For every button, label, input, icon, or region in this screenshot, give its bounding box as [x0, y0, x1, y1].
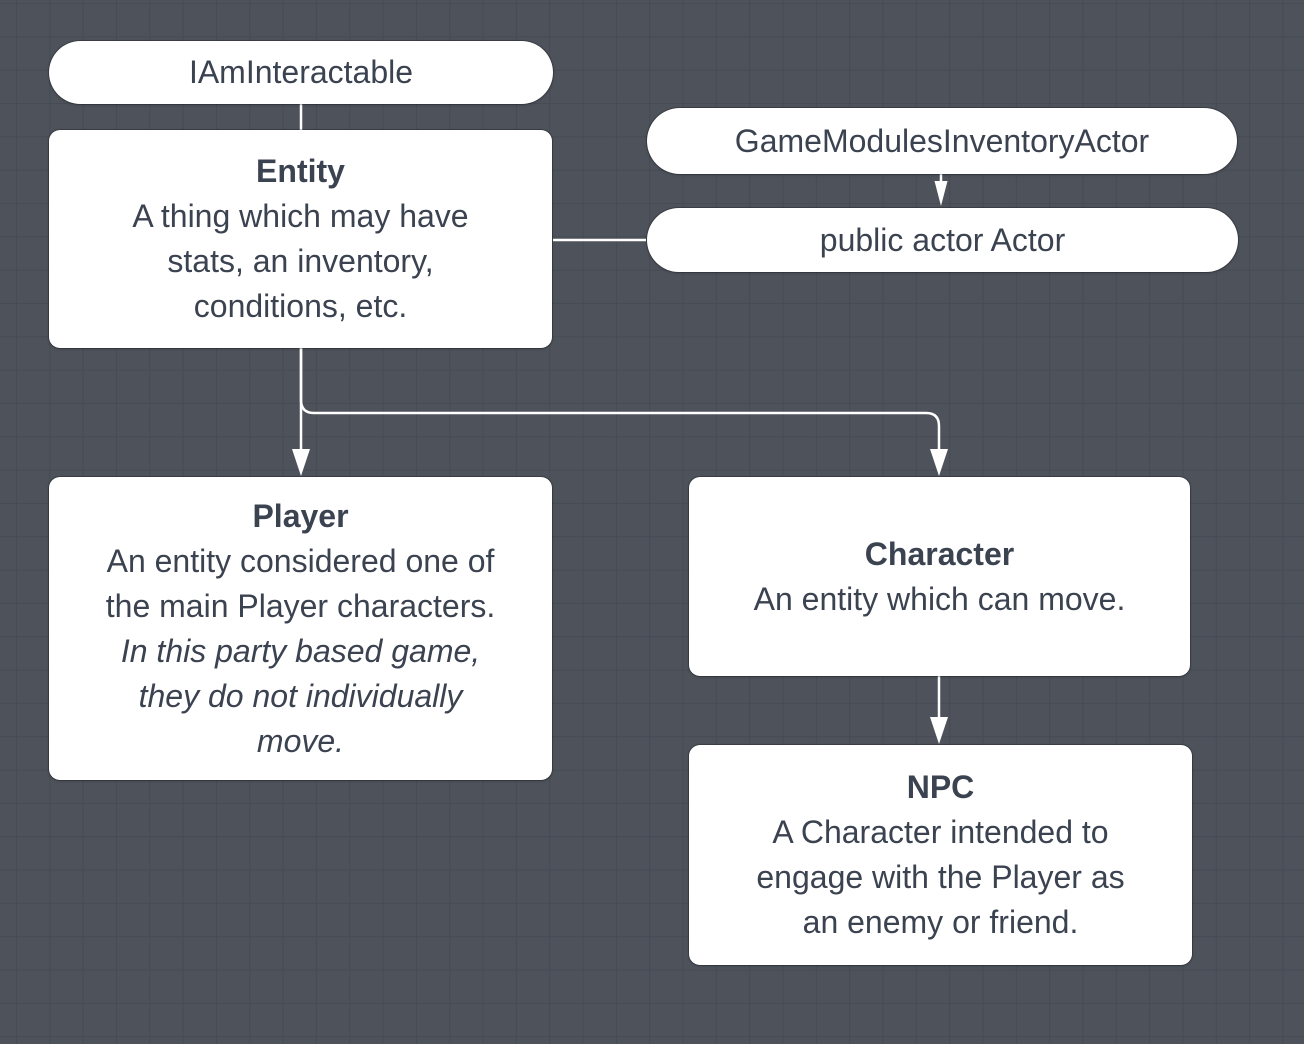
node-gamemodulesinventoryactor[interactable]: GameModulesInventoryActor — [647, 108, 1237, 174]
node-iaminteractable-label: IAmInteractable — [188, 54, 414, 90]
node-player[interactable]: Player An entity considered one of the m… — [49, 477, 552, 780]
edge-arrowhead[interactable] — [930, 449, 948, 476]
node-entity[interactable]: Entity A thing which may have stats, an … — [49, 130, 552, 348]
node-iaminteractable[interactable]: IAmInteractable — [49, 41, 553, 104]
node-player-note: In this party based game, they do not in… — [120, 632, 481, 759]
node-entity-title: Entity — [256, 153, 345, 189]
node-public-actor-label: public actor Actor — [819, 221, 1066, 258]
edge-character-npc[interactable] — [930, 676, 948, 744]
node-character-title: Character — [864, 535, 1015, 572]
edge-gamemodules-publicactor[interactable] — [934, 174, 948, 206]
edge-entity-character[interactable] — [299, 348, 948, 476]
edge-arrowhead[interactable] — [292, 449, 310, 476]
node-player-description: An entity considered one of the main Pla… — [105, 542, 496, 624]
node-public-actor[interactable]: public actor Actor — [647, 208, 1238, 272]
node-npc-title: NPC — [906, 769, 975, 805]
node-entity-description: A thing which may have stats, an invento… — [132, 198, 469, 324]
node-character-description: An entity which can move. — [753, 580, 1126, 617]
node-npc-description: A Character intended to engage with the … — [756, 814, 1125, 940]
node-player-title: Player — [252, 497, 349, 534]
node-character[interactable]: Character An entity which can move. — [689, 477, 1190, 676]
edge-arrowhead[interactable] — [930, 717, 948, 744]
edge-arrowhead[interactable] — [934, 181, 948, 206]
node-gamemodulesinventoryactor-label: GameModulesInventoryActor — [734, 122, 1150, 159]
edge-line[interactable] — [299, 348, 941, 449]
node-npc[interactable]: NPC A Character intended to engage with … — [689, 745, 1192, 965]
